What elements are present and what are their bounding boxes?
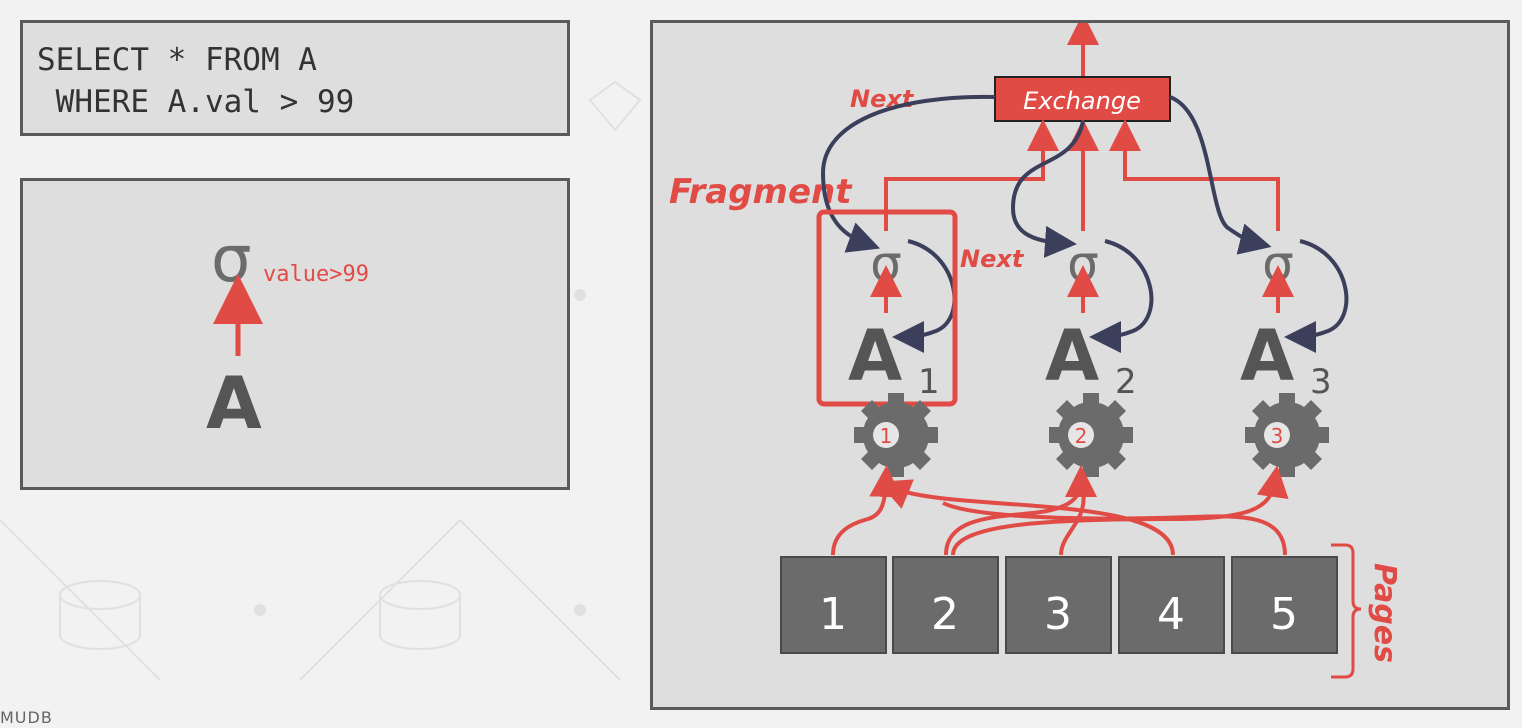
logical-plan-box: σ value>99 A: [20, 178, 570, 490]
exchange-label: Exchange: [1023, 87, 1141, 115]
page-2: [892, 556, 999, 654]
page-4-label: 4: [1157, 589, 1185, 640]
page-3: [1005, 556, 1112, 654]
page-4-to-worker-1-arrow: [878, 479, 1175, 556]
next-arrow-to-fragment-1: [820, 94, 996, 253]
sql-query-box: SELECT * FROM A WHERE A.val > 99: [20, 20, 570, 136]
sql-line-2: WHERE A.val > 99: [37, 84, 355, 120]
fragment-1-output-edge: [884, 119, 1059, 231]
next-arrow-to-fragment-3: [1169, 95, 1272, 255]
fragment-1-subscript: 1: [918, 362, 940, 402]
worker-2-number: 2: [1075, 424, 1088, 448]
table-node-label: A: [206, 361, 262, 445]
page-3-label: 3: [1044, 589, 1072, 640]
next-arrow-fragment-1-scan: [892, 239, 957, 353]
page-1-to-worker-1-arrow: [831, 465, 902, 556]
pages-row: 1 2 3 4 5: [780, 556, 1338, 654]
worker-2-gear-icon: 2: [1049, 393, 1133, 477]
next-arrow-fragment-3-scan: [1284, 239, 1349, 353]
parallel-plan-box: Exchange Next Next Fragment σ A 1: [650, 20, 1510, 710]
fragment-3-subscript: 3: [1310, 362, 1332, 402]
page-4: [1118, 556, 1225, 654]
pages-brace: [1331, 543, 1362, 679]
sql-line-1: SELECT * FROM A: [37, 42, 317, 78]
worker-1-gear-icon: 1: [854, 393, 938, 477]
fragment-2-table: A: [1045, 315, 1099, 397]
next-label-top: Next: [850, 85, 915, 113]
next-label-mid: Next: [960, 245, 1025, 273]
fragment-2: σ A 2: [1045, 235, 1137, 402]
page-3-to-worker-2-arrow: [1059, 480, 1086, 556]
parallel-plan-diagram: Exchange Next Next Fragment σ A 1: [669, 23, 1402, 679]
page-5: [1231, 556, 1338, 654]
pages-label: Pages: [1367, 563, 1402, 663]
exchange-operator: [994, 76, 1171, 122]
worker-1-number: 1: [880, 424, 893, 448]
next-arrow-to-fragment-2: [1010, 120, 1085, 258]
fragment-2-subscript: 2: [1115, 362, 1137, 402]
page-2-to-worker-3-arrow: [951, 465, 1289, 556]
selection-operator-symbol: σ: [211, 223, 252, 297]
fragment-3-table: A: [1240, 315, 1294, 397]
page-2-to-worker-2-arrow: [944, 465, 1097, 556]
sql-query-text: SELECT * FROM A WHERE A.val > 99: [37, 39, 354, 123]
fragment-3: σ A 3: [1240, 235, 1332, 402]
worker-3-number: 3: [1271, 424, 1284, 448]
fragment-1: σ A 1: [848, 235, 940, 402]
selection-predicate: value>99: [263, 262, 369, 287]
fragment-3-output-edge: [1109, 119, 1280, 231]
page-1: [780, 556, 887, 654]
page-5-label: 5: [1270, 589, 1298, 640]
fragment-1-table: A: [848, 315, 902, 397]
next-arrow-fragment-2-scan: [1089, 239, 1154, 353]
page-1-label: 1: [819, 589, 847, 640]
worker-3-gear-icon: 3: [1245, 393, 1329, 477]
page-2-label: 2: [931, 589, 959, 640]
footer-logo-text: MUDB: [0, 708, 53, 727]
logical-plan-diagram: σ value>99 A: [206, 223, 369, 445]
